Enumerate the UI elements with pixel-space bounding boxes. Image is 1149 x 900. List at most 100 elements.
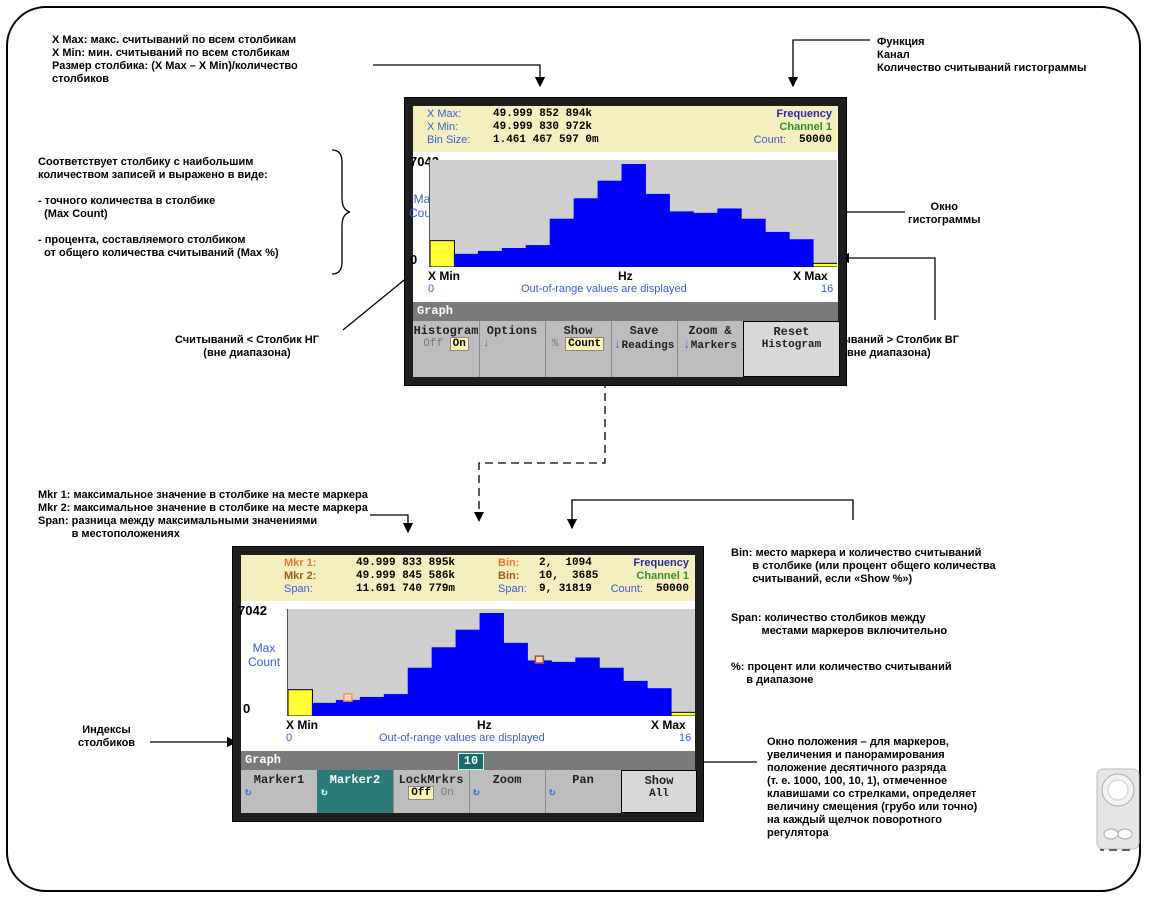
down-arrow-icon: ↓ <box>483 338 490 350</box>
histogram-bar-11 <box>551 661 576 716</box>
graph-label-2: Graph <box>245 753 282 767</box>
bin2-label: Bin: <box>498 570 520 582</box>
y-min-label-2: 0 <box>243 701 251 716</box>
bin1-value: 2, 1094 <box>539 557 592 569</box>
function-label: Frequency <box>776 108 832 120</box>
zoom-softkey[interactable]: Zoom ↻ <box>469 770 546 813</box>
pan-softkey-label: Pan <box>572 773 594 787</box>
graph-label: Graph <box>413 302 838 321</box>
screen1-header: X Max: 49.999 852 894k X Min: 49.999 830… <box>413 106 838 152</box>
histogram-bar-16 <box>812 262 837 267</box>
rotate-knob-icon: ↻ <box>549 787 556 799</box>
histogram-bar-4 <box>383 694 409 716</box>
marker2-softkey[interactable]: Marker2 ↻ <box>317 770 394 813</box>
histogram-bar-13 <box>741 218 766 267</box>
annotation-function-channel-count: Функция Канал Количество считываний гист… <box>877 36 1087 74</box>
bin-end-index-2: 16 <box>679 732 692 744</box>
histogram-bar-9 <box>503 642 528 716</box>
options-softkey[interactable]: Options ↓ <box>479 321 546 377</box>
histogram-bar-1 <box>453 253 479 267</box>
lock-markers-softkey[interactable]: LockMrkrs Off On <box>393 770 470 813</box>
annotation-percent: %: процент или количество считываний в д… <box>731 661 952 686</box>
bin2-value: 10, 3685 <box>539 570 599 582</box>
down-arrow-icon: ↓ <box>613 337 622 352</box>
histogram-bar-16 <box>670 711 695 716</box>
bin-start-index: 0 <box>428 283 435 295</box>
histogram-bar-6 <box>431 647 457 716</box>
count-value-2: 50000 <box>655 583 689 595</box>
x-min-label-2: X Min <box>286 718 318 732</box>
histogram-screen-1: X Max: 49.999 852 894k X Min: 49.999 830… <box>404 97 847 386</box>
lock-off-option: Off <box>408 786 434 800</box>
histogram-bar-4 <box>525 245 551 267</box>
histogram-bar-2 <box>477 250 503 267</box>
x-unit-label: Hz <box>618 269 633 283</box>
count-label: Count: <box>753 134 786 146</box>
xmin-value: 49.999 830 972k <box>493 121 593 133</box>
annotation-position-window: Окно положения – для маркеров, увеличени… <box>767 736 978 839</box>
span-bins-label: Span: <box>498 583 527 595</box>
histogram-bar-8 <box>479 613 504 716</box>
bin-end-index: 16 <box>821 283 834 295</box>
down-arrow-icon: ↓ <box>682 337 691 352</box>
screen2-header: Mkr 1: 49.999 833 895k Mkr 2: 49.999 845… <box>241 555 695 601</box>
channel-label-2: Channel 1 <box>636 570 689 582</box>
histogram-bar-1 <box>311 702 337 716</box>
marker-2-icon <box>534 655 545 664</box>
out-of-range-text: Out-of-range values are displayed <box>521 283 687 295</box>
pan-softkey[interactable]: Pan ↻ <box>545 770 622 813</box>
span-bins-value: 9, 31819 <box>539 583 592 595</box>
histogram-bar-0 <box>430 240 455 267</box>
histogram-bar-9 <box>645 193 670 267</box>
histogram-bar-5 <box>549 218 575 267</box>
rotate-knob-icon: ↻ <box>473 787 480 799</box>
histogram-bar-3 <box>359 696 385 716</box>
binsize-label: Bin Size: <box>427 134 471 146</box>
histogram-bar-14 <box>765 231 790 267</box>
histogram-on-option: On <box>449 337 469 351</box>
histogram-bar-15 <box>647 688 672 716</box>
histogram-bar-0 <box>288 689 313 716</box>
function-label-2: Frequency <box>633 557 689 569</box>
annotation-xmax-xmin: X Max: макс. считываний по всем столбика… <box>52 34 298 85</box>
span-value: 11.691 740 779m <box>356 583 456 595</box>
show-percent-option: % <box>551 338 559 350</box>
marker1-softkey-label: Marker1 <box>253 773 305 787</box>
binsize-value: 1.461 467 597 0m <box>493 134 599 146</box>
showall-softkey-label-2: All <box>649 788 669 800</box>
mkr2-value: 49.999 845 586k <box>356 570 456 582</box>
reset-softkey-label: Reset <box>773 325 810 339</box>
show-softkey[interactable]: Show % Count <box>545 321 612 377</box>
show-count-option: Count <box>565 337 605 351</box>
histogram-softkey[interactable]: Histogram Off On <box>413 321 480 377</box>
out-of-range-text-2: Out-of-range values are displayed <box>379 732 545 744</box>
rotate-knob-icon: ↻ <box>245 787 252 799</box>
histogram-bar-2 <box>335 699 361 716</box>
histogram-bar-12 <box>575 657 600 716</box>
position-window[interactable]: 10 <box>458 753 484 770</box>
xmax-value: 49.999 852 894k <box>493 108 593 120</box>
figure-frame <box>6 6 1141 892</box>
softkey-bar-2: Marker1 ↻ Marker2 ↻ LockMrkrs Off On Zoo… <box>241 770 697 813</box>
histogram-bar-6 <box>573 198 599 267</box>
x-min-label: X Min <box>428 269 460 283</box>
marker2-softkey-label: Marker2 <box>329 773 381 787</box>
channel-label: Channel 1 <box>779 121 832 133</box>
histogram-plot-2 <box>287 609 695 716</box>
x-max-label-2: X Max <box>651 718 686 732</box>
save-readings-softkey[interactable]: Save ↓Readings <box>611 321 678 377</box>
marker1-softkey[interactable]: Marker1 ↻ <box>241 770 318 813</box>
y-min-label: 0 <box>410 252 418 267</box>
zoom-markers-softkey[interactable]: Zoom & ↓Markers <box>677 321 744 377</box>
y-max-label-2: 7042 <box>238 603 267 618</box>
histogram-plot-1 <box>429 160 837 267</box>
annotation-bin: Bin: место маркера и количество считыван… <box>731 547 996 585</box>
bin1-label: Bin: <box>498 557 520 569</box>
reset-softkey-label-2: Histogram <box>761 339 822 351</box>
show-all-softkey[interactable]: Show All <box>621 770 697 813</box>
y-axis-label-2: Max Count <box>248 641 281 669</box>
mkr2-label: Mkr 2: <box>284 570 317 582</box>
span-label: Span: <box>284 583 313 595</box>
reset-histogram-softkey[interactable]: Reset Histogram <box>743 321 840 377</box>
zoom-softkey-label-2: Zoom <box>492 773 522 787</box>
